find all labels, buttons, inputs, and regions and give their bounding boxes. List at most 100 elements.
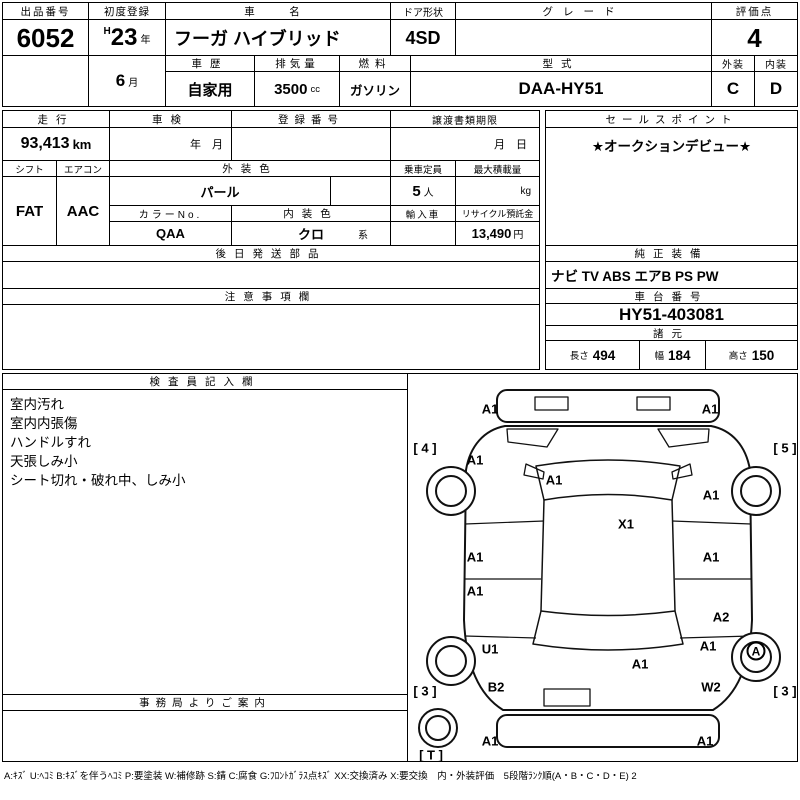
exterior-color-value: パール: [109, 176, 331, 206]
car-history-value: 自家用: [165, 71, 255, 107]
spec-length-value: 494: [592, 347, 616, 363]
damage-mark-A1: A1: [696, 733, 714, 749]
inspection-value: 年 月: [109, 127, 232, 161]
interior-grade-value: D: [754, 71, 798, 107]
spec-length-label: 長さ: [569, 351, 589, 362]
model-code-label: 型式: [410, 55, 712, 72]
grade-value: [455, 19, 712, 57]
transfer-docs-deadline-value: 月 日: [390, 127, 540, 161]
model-code-value: DAA-HY51: [410, 71, 712, 107]
door-line-right-3: [679, 635, 752, 639]
color-number-value: QAA: [109, 221, 232, 246]
exterior-color-sub-cell: [330, 176, 391, 206]
spec-length: 長さ 494: [546, 341, 639, 369]
legend-text: A:ｷｽﾞ U:ﾍｺﾐ B:ｷｽﾞを伴うﾍｺﾐ P:要塗装 W:補修跡 S:錆 …: [4, 771, 637, 782]
mirror-left: [523, 463, 545, 480]
inspector-note-line: 室内汚れ: [10, 397, 64, 412]
spec-height: 高さ 150: [705, 341, 797, 369]
capacity-unit: 人: [423, 187, 434, 199]
damage-mark-A1: A1: [466, 549, 484, 565]
capacity-label: 乗車定員: [390, 160, 456, 177]
grade-label: グレード: [455, 2, 712, 20]
windshield: [535, 459, 681, 501]
recycle-deposit-number: 13,490: [471, 226, 512, 241]
mileage-unit: km: [72, 136, 92, 152]
damage-mark-A: A: [746, 641, 766, 661]
auction-number-label: 出品番号: [2, 2, 89, 20]
shift-value: FAT: [2, 176, 57, 246]
specs-label: 諸元: [545, 325, 798, 341]
chassis-number-value: HY51-403081: [545, 303, 798, 326]
spec-width: 幅 184: [639, 341, 705, 369]
later-shipped-parts-label: 後日発送部品: [2, 245, 540, 262]
front-grille-right: [636, 396, 671, 411]
wheel-rear-left: [426, 636, 476, 686]
headlight-right: [657, 428, 710, 448]
caution-notes-value: [2, 304, 540, 370]
diagram-marks: A1A145A1A1A1X1A1A1A1A2U1A1A1AB2W233A1A1T: [408, 374, 797, 763]
damage-mark-T: T: [419, 748, 443, 763]
damage-mark-3: 3: [773, 684, 796, 699]
wheels-outer: [418, 466, 781, 748]
damage-mark-3: 3: [413, 684, 436, 699]
inspector-notes-label: 検査員記入欄: [2, 373, 408, 390]
roof-line-left: [540, 499, 545, 612]
damage-mark-5: 5: [773, 441, 796, 456]
rear-bumper: [496, 714, 720, 748]
later-shipped-parts-value: [2, 261, 540, 289]
sales-point-value: ★オークションデビュー★: [545, 127, 798, 246]
door-line-left-3: [464, 635, 537, 639]
inspector-note-line: 室内内張傷: [10, 416, 78, 431]
office-info-value: [2, 710, 408, 762]
first-reg-year-unit: 年: [140, 34, 151, 46]
wheel-front-left: [426, 466, 476, 516]
displacement-label: 排気量: [254, 55, 340, 72]
interior-color-label: 内装色: [231, 205, 391, 222]
first-reg-era: H: [103, 25, 111, 37]
exterior-grade-value: C: [711, 71, 755, 107]
capacity-number: 5: [412, 182, 421, 200]
damage-mark-B2: B2: [487, 679, 505, 695]
headlight-left: [506, 428, 559, 448]
car-damage-diagram: A1A145A1A1A1X1A1A1A1A2U1A1A1AB2W233A1A1T: [407, 373, 798, 763]
interior-color-name: クロ: [297, 227, 324, 242]
genuine-equipment-label: 純正装備: [545, 245, 798, 262]
auction-number-empty-cell: [2, 55, 89, 107]
spec-height-label: 高さ: [728, 351, 748, 362]
score-value: 4: [711, 19, 798, 57]
mileage-label: 走行: [2, 110, 110, 128]
damage-mark-A1: A1: [466, 583, 484, 599]
inspector-note-line: ハンドルすれ: [10, 435, 91, 450]
aircon-value: AAC: [56, 176, 110, 246]
exterior-grade-label: 外装: [711, 55, 755, 72]
car-name-value: フーガ ハイブリッド: [165, 19, 391, 57]
door-shape-value: 4SD: [390, 19, 456, 57]
inspector-note-line: シート切れ・破れ中、しみ小: [10, 473, 186, 488]
damage-mark-X1: X1: [618, 516, 634, 532]
inspection-label: 車検: [109, 110, 232, 128]
office-info-label: 事務局よりご案内: [2, 694, 408, 711]
first-reg-month-unit: 月: [128, 77, 139, 89]
car-name-label: 車 名: [165, 2, 391, 20]
wheel-front-right: [731, 466, 781, 516]
color-number-label: カラーNo.: [109, 205, 232, 222]
max-load-label: 最大積載量: [455, 160, 540, 177]
damage-mark-A1: A1: [466, 452, 484, 468]
damage-mark-U1: U1: [481, 641, 499, 657]
genuine-equipment-value: ナビ TV ABS エアB PS PW: [545, 261, 798, 289]
wheels-inner: [425, 475, 772, 741]
front-grille-left: [534, 396, 569, 411]
interior-color-value: クロ 系: [231, 221, 391, 246]
damage-mark-A2: A2: [712, 609, 730, 625]
spec-height-value: 150: [751, 347, 775, 363]
registration-number-label: 登録番号: [231, 110, 391, 128]
damage-mark-A1: A1: [699, 638, 717, 654]
max-load-value: kg: [455, 176, 540, 206]
shift-label: シフト: [2, 160, 57, 177]
